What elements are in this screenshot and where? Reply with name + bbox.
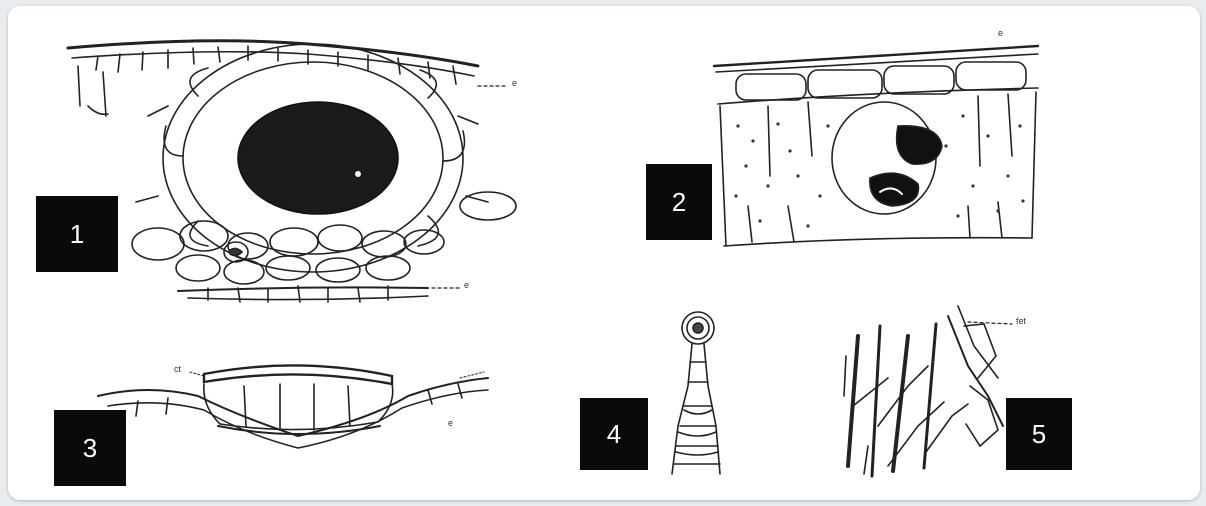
diagram-panel: 1 2 3 4 5 e e e ct e fet (8, 6, 1200, 500)
fig5-fet-label: fet (1016, 316, 1026, 326)
fig3-e-label: e (448, 418, 453, 428)
figure-1-label: 1 (36, 196, 118, 272)
fig2-e-label: e (998, 28, 1003, 38)
fig1-e-bottom-label: e (464, 280, 469, 290)
figure-3-drawing (98, 365, 488, 448)
figure-4-drawing (672, 312, 720, 474)
figure-5-label: 5 (1006, 398, 1072, 470)
figure-2-label: 2 (646, 164, 712, 240)
fig1-e-top-label: e (512, 78, 517, 88)
figure-4-label: 4 (580, 398, 648, 470)
figure-5-drawing (844, 306, 1003, 476)
figure-2-drawing (714, 46, 1038, 246)
fig3-ct-label: ct (174, 364, 181, 374)
figure-1-drawing (68, 41, 516, 302)
figure-3-label: 3 (54, 410, 126, 486)
